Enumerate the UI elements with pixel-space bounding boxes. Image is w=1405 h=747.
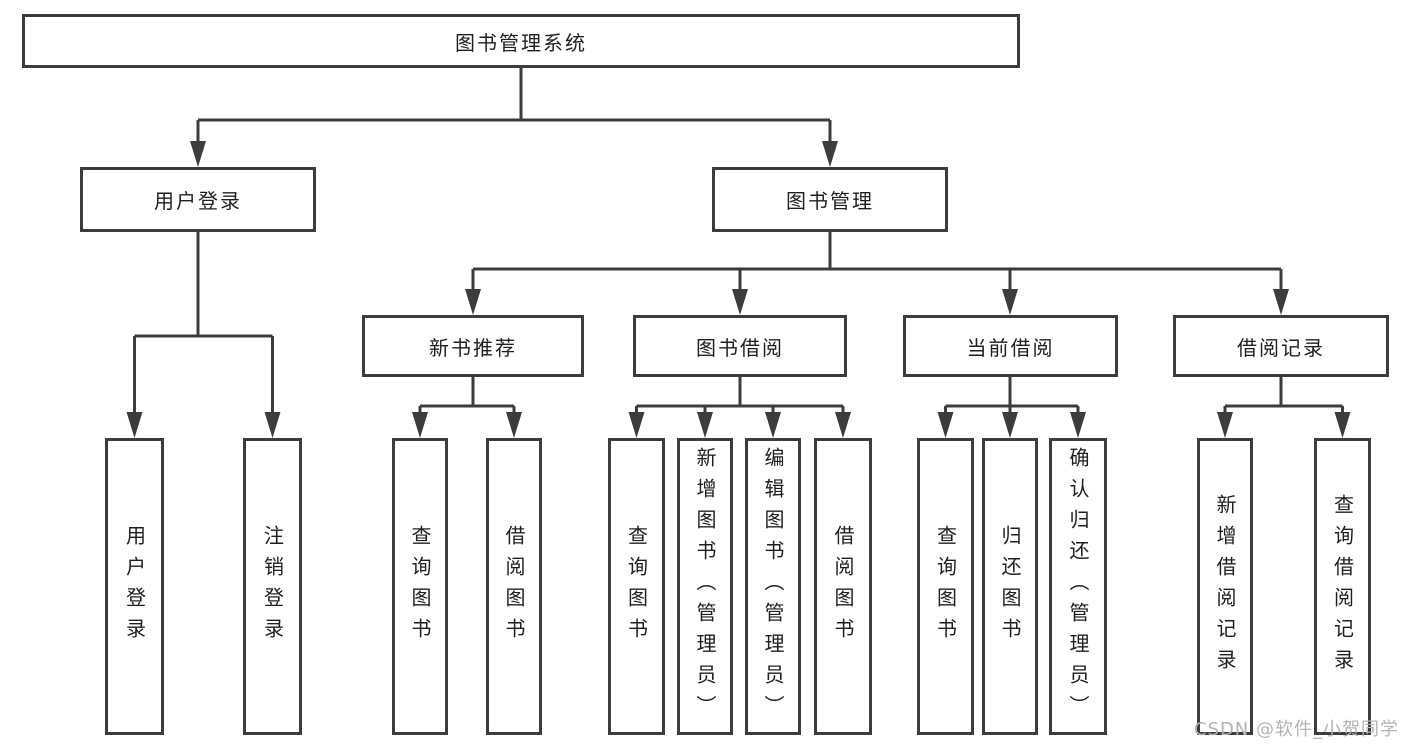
- leaf-add-book-admin-label: 新增图书（管理员）: [693, 447, 717, 726]
- leaf-confirm-return-admin-label: 确认归还（管理员）: [1066, 447, 1090, 726]
- leaf-query-books-2-label: 查询图书: [624, 524, 649, 649]
- leaf-borrow-books-1-label: 借阅图书: [502, 524, 526, 649]
- leaf-edit-book-admin: 编辑图书（管理员）: [745, 438, 801, 735]
- leaf-confirm-return-admin: 确认归还（管理员）: [1049, 438, 1107, 735]
- leaf-query-borrow-record-label: 查询借阅记录: [1330, 493, 1355, 680]
- leaf-user-login-label: 用户登录: [122, 524, 147, 649]
- leaf-add-borrow-record-label: 新增借阅记录: [1213, 493, 1237, 680]
- leaf-query-books-1-label: 查询图书: [408, 524, 432, 649]
- leaf-return-books-label: 归还图书: [998, 524, 1022, 649]
- node-current-borrow: 当前借阅: [903, 315, 1118, 377]
- leaf-user-login: 用户登录: [105, 438, 164, 735]
- leaf-borrow-books-2: 借阅图书: [814, 438, 872, 735]
- node-user-login: 用户登录: [80, 167, 316, 232]
- leaf-return-books: 归还图书: [982, 438, 1038, 735]
- node-root: 图书管理系统: [22, 14, 1020, 68]
- leaf-logout: 注销登录: [243, 438, 302, 735]
- leaf-query-books-2: 查询图书: [608, 438, 665, 735]
- node-new-book-recommend: 新书推荐: [362, 315, 584, 377]
- leaf-add-borrow-record: 新增借阅记录: [1197, 438, 1253, 735]
- leaf-edit-book-admin-label: 编辑图书（管理员）: [761, 447, 785, 726]
- leaf-logout-label: 注销登录: [260, 524, 285, 649]
- leaf-borrow-books-1: 借阅图书: [486, 438, 542, 735]
- leaf-query-borrow-record: 查询借阅记录: [1314, 438, 1371, 735]
- leaf-query-books-1: 查询图书: [392, 438, 448, 735]
- leaf-query-books-3: 查询图书: [917, 438, 974, 735]
- leaf-query-books-3-label: 查询图书: [933, 524, 958, 649]
- leaf-borrow-books-2-label: 借阅图书: [831, 524, 855, 649]
- node-book-management: 图书管理: [712, 167, 948, 232]
- node-book-borrow: 图书借阅: [633, 315, 847, 377]
- leaf-add-book-admin: 新增图书（管理员）: [677, 438, 733, 735]
- node-borrow-records: 借阅记录: [1173, 315, 1389, 377]
